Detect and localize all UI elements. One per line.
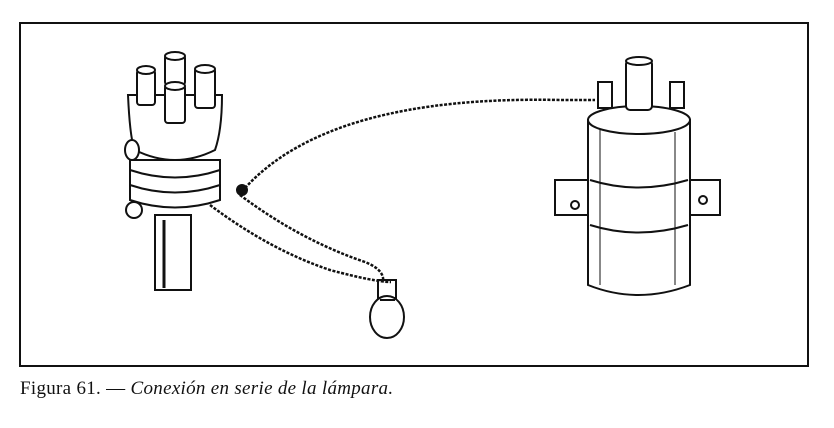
- figure-frame: [19, 22, 809, 367]
- ignition-coil-illustration: [554, 56, 721, 296]
- test-lamp-illustration: [369, 279, 405, 339]
- figure-label: Figura 61.: [20, 378, 102, 399]
- figure-caption: Figura 61. — Conexión en serie de la lám…: [20, 378, 393, 400]
- wires: [209, 98, 595, 284]
- distributor-illustration: [124, 51, 248, 291]
- caption-separator: —: [101, 378, 131, 399]
- figure-title: Conexión en serie de la lámpara.: [130, 378, 394, 399]
